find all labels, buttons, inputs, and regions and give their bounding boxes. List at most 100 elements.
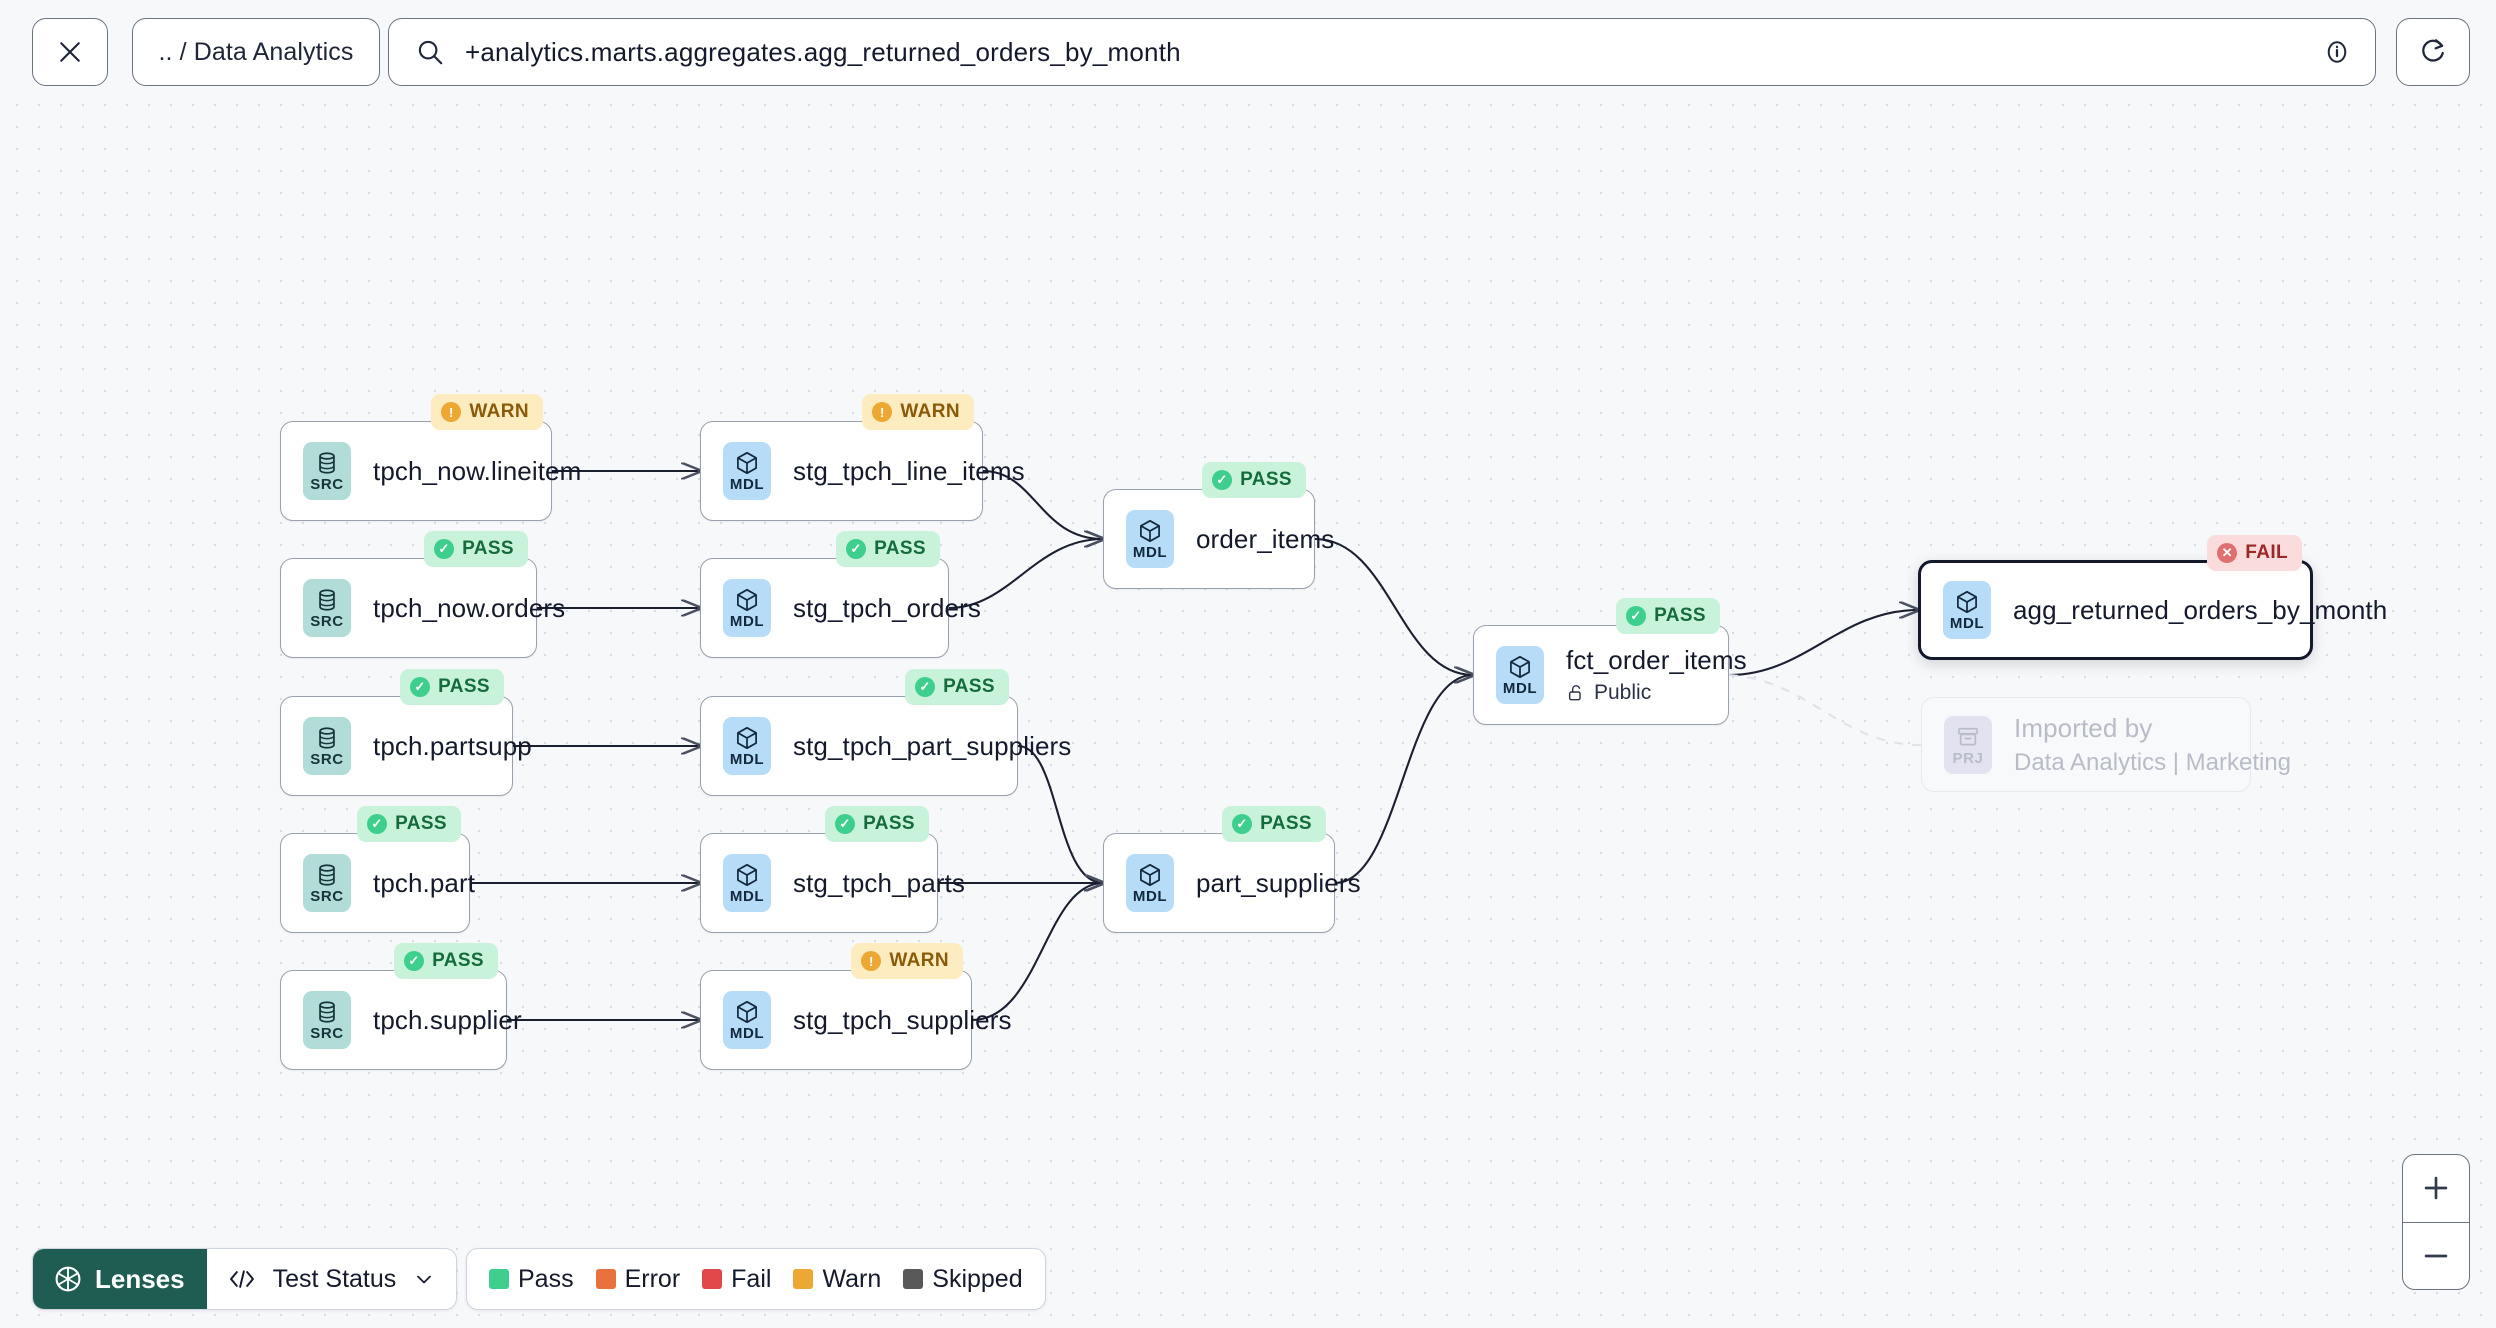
node-text: order_items <box>1196 524 1334 555</box>
status-badge-label: FAIL <box>2245 542 2288 563</box>
status-badge-pass: ✓PASS <box>1202 462 1306 498</box>
node-type-label: PRJ <box>1952 749 1984 767</box>
status-badge-label: PASS <box>874 538 926 559</box>
node-type-chip-mdl: MDL <box>723 717 771 775</box>
status-dot-icon: ! <box>861 951 882 971</box>
node-type-label: SRC <box>310 751 344 768</box>
status-badge-pass: ✓PASS <box>1616 598 1720 634</box>
node-type-chip-mdl: MDL <box>723 991 771 1049</box>
status-dot-icon: ✓ <box>404 951 425 971</box>
zoom-in-button[interactable] <box>2403 1155 2469 1223</box>
status-badge-pass: ✓PASS <box>400 669 504 705</box>
legend-item-fail[interactable]: Fail <box>702 1265 771 1294</box>
status-badge-warn: !WARN <box>862 394 974 430</box>
node-type-chip-mdl: MDL <box>723 854 771 912</box>
breadcrumb-label: .. / Data Analytics <box>158 37 354 66</box>
node-type-label: MDL <box>1132 888 1168 905</box>
lenses-button[interactable]: Lenses <box>33 1249 207 1309</box>
cube-icon <box>1510 655 1530 679</box>
status-badge-label: PASS <box>863 813 915 834</box>
status-dot-icon: ✓ <box>434 539 455 559</box>
legend-label: Skipped <box>932 1264 1023 1293</box>
legend-swatch-warn <box>793 1269 814 1289</box>
status-badge-pass: ✓PASS <box>905 669 1009 705</box>
node-title: stg_tpch_parts <box>793 867 965 898</box>
status-dot-icon: ✕ <box>2217 543 2238 563</box>
status-badge-pass: ✓ PASS <box>424 531 528 567</box>
status-badge-label: PASS <box>943 676 995 697</box>
node-text: stg_tpch_part_suppliers <box>793 731 1071 762</box>
node-type-chip-mdl: MDL <box>1943 581 1991 639</box>
legend-swatch-skipped <box>903 1269 924 1289</box>
close-button[interactable] <box>32 18 108 86</box>
cube-icon <box>737 726 757 750</box>
node-type-label: SRC <box>310 1025 344 1042</box>
lineage-node-stg_tpch_part_suppliers[interactable]: ✓PASS MDL stg_tpch_part_suppliers <box>700 669 1071 796</box>
legend-item-pass[interactable]: Pass <box>489 1265 574 1294</box>
status-badge-pass: ✓PASS <box>1222 806 1326 842</box>
cube-icon <box>737 588 757 612</box>
search-bar[interactable]: +analytics.marts.aggregates.agg_returned… <box>388 18 2376 86</box>
status-dot-icon: ✓ <box>846 539 867 559</box>
lineage-node-tpch_partsupp[interactable]: ✓PASS SRC tpch.partsupp <box>280 669 532 796</box>
test-status-dropdown[interactable]: Test Status <box>206 1249 457 1309</box>
legend-label: Warn <box>822 1264 882 1293</box>
legend-swatch-fail <box>702 1269 723 1289</box>
node-type-chip-mdl: MDL <box>723 579 771 637</box>
legend-label: Fail <box>731 1264 772 1293</box>
info-icon[interactable] <box>2321 36 2353 68</box>
node-title: fct_order_items <box>1566 645 1747 675</box>
close-icon <box>60 42 80 62</box>
status-dot-icon: ✓ <box>367 814 388 834</box>
plus-icon <box>2424 1176 2448 1200</box>
node-type-label: MDL <box>1949 615 1985 632</box>
legend-item-skipped[interactable]: Skipped <box>903 1264 1023 1294</box>
node-type-chip-mdl: MDL <box>1126 854 1174 912</box>
database-icon <box>319 452 335 474</box>
status-dot-icon: ✓ <box>835 814 856 834</box>
node-title: tpch.part <box>373 867 476 898</box>
node-title: tpch.partsupp <box>373 730 532 761</box>
top-toolbar: .. / Data Analytics +analytics.marts.agg… <box>0 0 2496 104</box>
node-subtitle: Data Analytics | Marketing <box>2014 749 2291 777</box>
search-input[interactable]: +analytics.marts.aggregates.agg_returned… <box>465 36 1181 67</box>
cube-icon <box>737 1000 757 1024</box>
status-badge-pass: ✓ PASS <box>836 531 940 567</box>
node-type-label: MDL <box>729 476 765 493</box>
status-badge-pass: ✓PASS <box>357 806 461 842</box>
node-type-label: MDL <box>1502 680 1538 697</box>
aperture-icon <box>55 1266 81 1292</box>
zoom-controls <box>2402 1154 2470 1290</box>
legend-item-warn[interactable]: Warn <box>793 1265 881 1294</box>
archive-icon <box>1958 727 1978 745</box>
status-badge-pass: ✓PASS <box>394 943 498 979</box>
status-badge-pass: ✓ PASS <box>825 806 929 842</box>
breadcrumb[interactable]: .. / Data Analytics <box>132 18 380 86</box>
node-type-chip-src: SRC <box>303 442 351 500</box>
lock-open-icon <box>1568 685 1581 701</box>
lineage-node-stg_tpch_parts[interactable]: ✓ PASS MDL stg_tpch_parts <box>700 806 965 933</box>
status-badge-label: WARN <box>900 401 960 422</box>
refresh-button[interactable] <box>2396 18 2470 86</box>
legend-item-error[interactable]: Error <box>595 1265 680 1294</box>
zoom-out-button[interactable] <box>2403 1223 2469 1290</box>
cube-icon <box>1957 590 1977 614</box>
node-type-label: SRC <box>310 476 344 493</box>
status-badge-label: PASS <box>462 538 514 559</box>
refresh-icon <box>2422 39 2444 62</box>
node-text: stg_tpch_suppliers <box>793 1005 1012 1036</box>
